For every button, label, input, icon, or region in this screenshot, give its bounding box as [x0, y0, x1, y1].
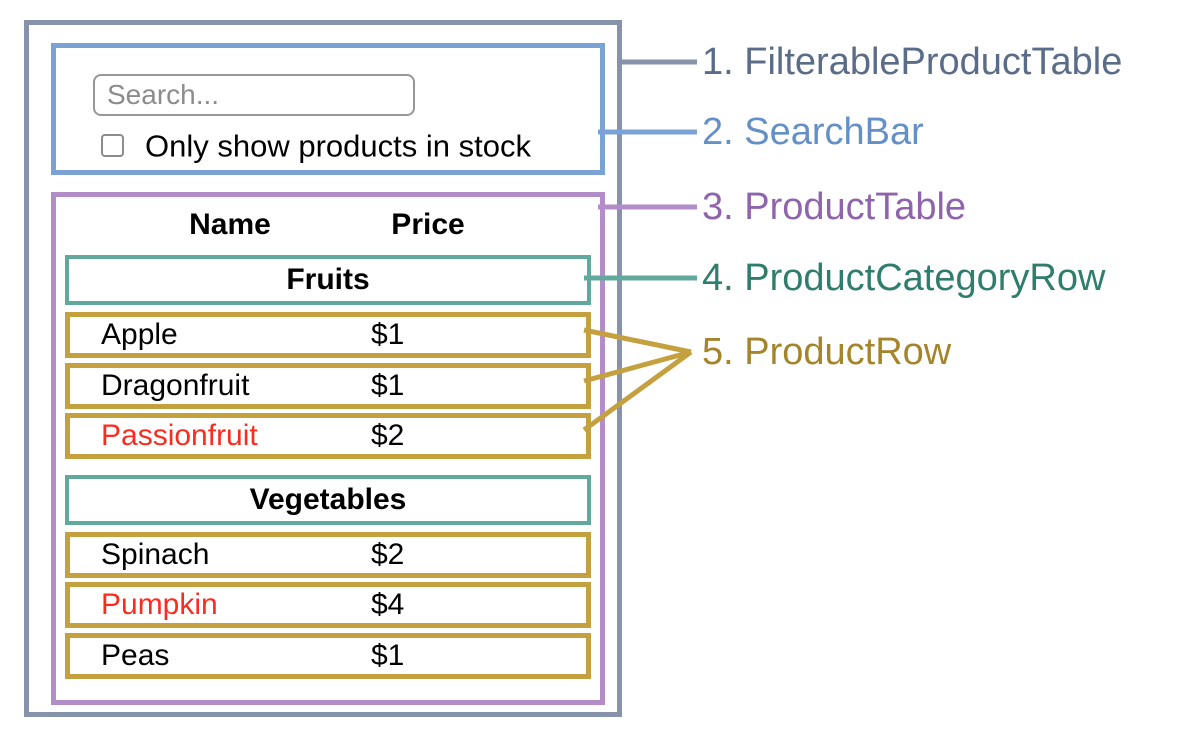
filterable-product-table-outline: Only show products in stock Name Price F…	[24, 20, 622, 717]
category-title: Fruits	[286, 263, 370, 296]
in-stock-checkbox[interactable]	[101, 134, 124, 157]
product-name: Spinach	[101, 538, 210, 571]
search-input[interactable]	[93, 74, 415, 116]
search-bar-outline: Only show products in stock	[51, 43, 605, 175]
product-row: Peas $1	[65, 633, 591, 679]
column-header-price: Price	[391, 208, 465, 241]
product-category-row: Fruits	[65, 255, 591, 305]
product-price: $1	[371, 639, 405, 672]
product-row: Dragonfruit $1	[65, 363, 591, 409]
product-name: Passionfruit	[101, 419, 258, 452]
product-price: $4	[371, 588, 405, 621]
category-title: Vegetables	[249, 483, 407, 516]
product-name: Dragonfruit	[101, 369, 250, 402]
product-row: Spinach $2	[65, 532, 591, 578]
product-price: $2	[371, 419, 405, 452]
legend-label-filterable-product-table: 1. FilterableProductTable	[702, 41, 1123, 83]
product-name: Pumpkin	[101, 588, 218, 621]
product-price: $2	[371, 538, 405, 571]
legend-label-product-row: 5. ProductRow	[702, 331, 952, 373]
product-row: Passionfruit $2	[65, 413, 591, 459]
in-stock-checkbox-label: Only show products in stock	[145, 128, 531, 164]
product-table-outline: Name Price Fruits Apple $1 Dragonfruit $…	[51, 192, 605, 705]
product-name: Apple	[101, 318, 178, 351]
product-row: Pumpkin $4	[65, 582, 591, 628]
product-price: $1	[371, 369, 405, 402]
column-header-name: Name	[189, 208, 271, 241]
product-category-row: Vegetables	[65, 475, 591, 525]
legend-label-product-category-row: 4. ProductCategoryRow	[702, 257, 1106, 299]
legend-label-product-table: 3. ProductTable	[702, 186, 967, 228]
product-row: Apple $1	[65, 312, 591, 358]
product-name: Peas	[101, 639, 170, 672]
product-price: $1	[371, 318, 405, 351]
legend-label-search-bar: 2. SearchBar	[702, 111, 924, 153]
